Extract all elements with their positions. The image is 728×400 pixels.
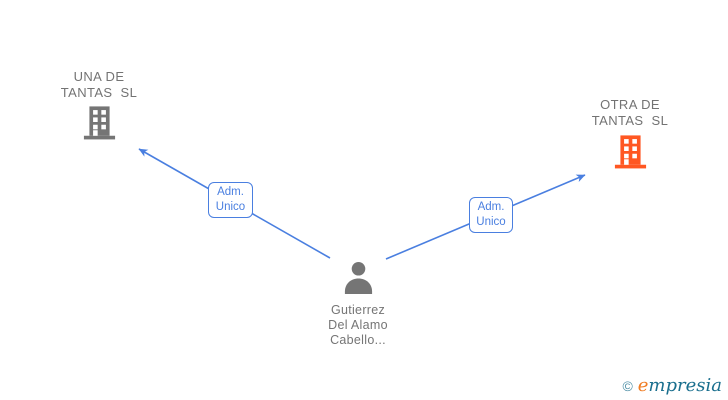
person-name-line: Gutierrez: [330, 303, 386, 317]
logo-rest: mpresia: [648, 375, 722, 396]
company-name-line: OTRA DE: [600, 97, 660, 112]
empresia-watermark: © empresia: [622, 376, 722, 396]
building-icon: [83, 104, 116, 145]
edge-label-right[interactable]: Adm. Unico: [469, 197, 513, 233]
node-company-una[interactable]: UNA DE TANTAS SL: [35, 69, 163, 145]
logo-letter-e: e: [637, 375, 649, 396]
company-name-line: UNA DE: [73, 69, 125, 84]
edge-label-line: Unico: [476, 216, 506, 228]
edge-label-line: Adm.: [217, 186, 244, 198]
node-company-otra[interactable]: OTRA DE TANTAS SL: [566, 97, 694, 175]
company-name-line: TANTAS SL: [60, 85, 138, 100]
person-name-line: Cabello...: [330, 333, 386, 347]
edge-label-line: Adm.: [477, 201, 505, 213]
copyright-icon: ©: [622, 378, 633, 394]
building-icon: [614, 132, 647, 175]
person-name-line: Del Alamo: [328, 318, 388, 332]
edge-label-left[interactable]: Adm. Unico: [208, 182, 253, 218]
node-person[interactable]: Gutierrez Del Alamo Cabello...: [294, 261, 422, 348]
company-name-line: TANTAS SL: [591, 113, 669, 128]
person-icon: [340, 261, 377, 299]
edge-label-line: Unico: [215, 201, 246, 213]
empresia-logo: empresia: [638, 376, 722, 396]
